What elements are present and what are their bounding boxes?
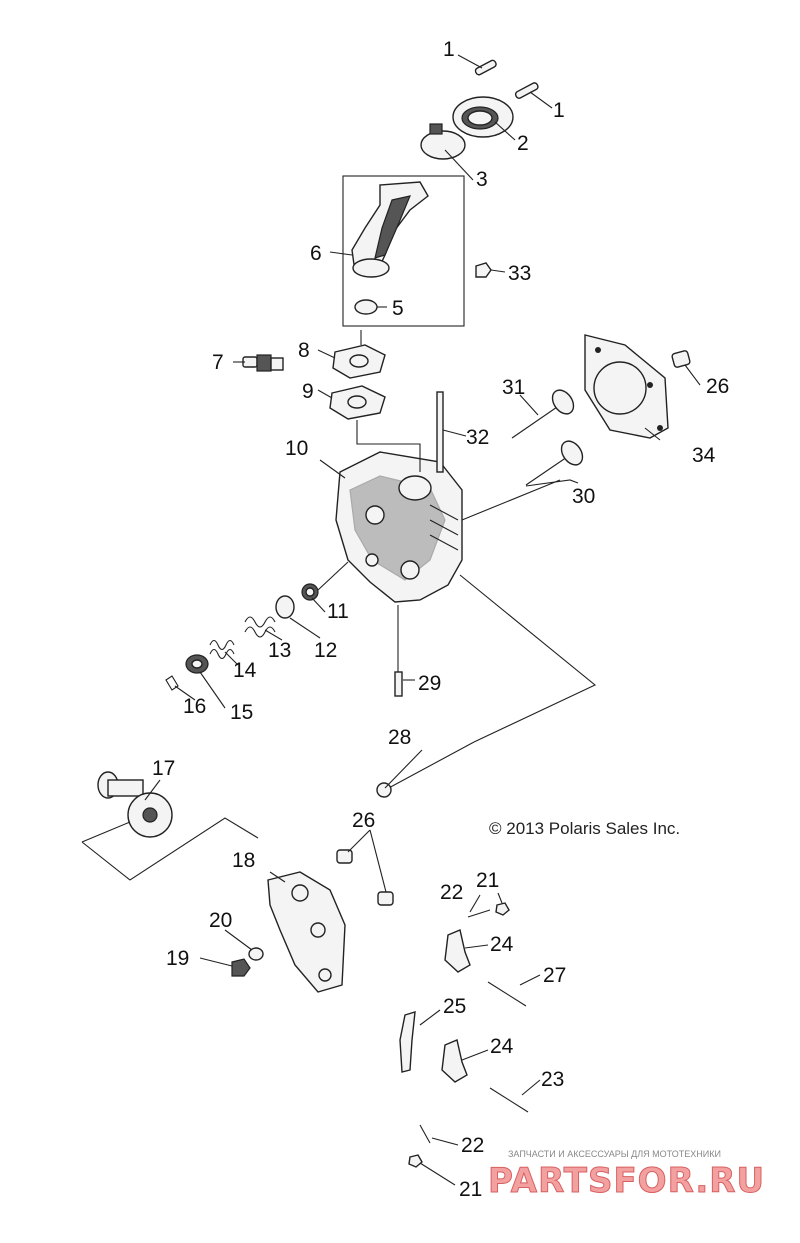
washer-12-part xyxy=(275,595,295,619)
spring-13-part xyxy=(244,616,276,638)
watermark-tagline: ЗАПЧАСТИ И АКСЕССУАРЫ ДЛЯ МОТОТЕХНИКИ xyxy=(508,1149,721,1159)
nut-21a-part xyxy=(495,902,510,916)
copyright-text: © 2013 Polaris Sales Inc. xyxy=(489,819,680,838)
callout-5: 5 xyxy=(392,297,404,320)
valve-exhaust-part xyxy=(511,389,575,439)
callout-7: 7 xyxy=(212,351,224,374)
rocker-arm-24a-part xyxy=(444,929,471,973)
stud-long-part xyxy=(436,391,444,473)
callout-12: 12 xyxy=(314,639,337,662)
cylinder-head-part xyxy=(335,451,463,603)
nut-small-part xyxy=(475,262,492,278)
callout-23: 23 xyxy=(541,1068,564,1091)
callout-11: 11 xyxy=(327,600,349,623)
callout-25: 25 xyxy=(443,995,466,1018)
watermark: ЗАПЧАСТИ И АКСЕССУАРЫ ДЛЯ МОТОТЕХНИКИ PA… xyxy=(488,1149,765,1202)
callout-30: 30 xyxy=(572,485,595,508)
callout-1-right: 1 xyxy=(553,99,565,122)
callout-6: 6 xyxy=(310,242,322,265)
callout-labels: 1 1 2 3 6 33 5 8 7 9 31 26 32 10 34 30 1… xyxy=(152,38,729,1201)
intake-manifold-part xyxy=(351,181,429,278)
callout-24-top: 24 xyxy=(490,933,514,956)
gasket-upper-part xyxy=(332,344,386,379)
callout-18: 18 xyxy=(232,849,255,872)
callout-32: 32 xyxy=(466,426,489,449)
decomp-lever-25-part xyxy=(399,1011,416,1073)
pin-top-left xyxy=(474,59,497,76)
adjust-screw-22a-part xyxy=(467,909,491,918)
keeper-16-part xyxy=(165,675,179,691)
callout-14: 14 xyxy=(233,659,257,682)
callout-28: 28 xyxy=(388,726,411,749)
callout-27: 27 xyxy=(543,964,566,987)
dowel-sleeve-top-part xyxy=(671,350,691,368)
intake-boot-part xyxy=(452,96,514,138)
stud-28-part xyxy=(376,741,475,798)
camshaft-part xyxy=(97,771,173,838)
dowel-sleeve-26a-part xyxy=(336,849,353,864)
callout-1-top: 1 xyxy=(443,38,455,61)
callout-22-bottom: 22 xyxy=(461,1134,484,1157)
dowel-sleeve-26b-part xyxy=(377,891,394,906)
leader-lines xyxy=(81,54,701,1186)
pin-top-right xyxy=(514,82,539,99)
callout-20: 20 xyxy=(209,909,232,932)
callout-9: 9 xyxy=(302,380,314,403)
rocker-arm-24b-part xyxy=(441,1039,468,1083)
dowel-pin-part xyxy=(394,671,403,697)
callout-29: 29 xyxy=(418,672,441,695)
callout-8: 8 xyxy=(298,339,310,362)
adjust-screw-22b-part xyxy=(419,1124,431,1144)
callout-31: 31 xyxy=(502,376,525,399)
nut-19-part xyxy=(231,958,251,977)
callout-33: 33 xyxy=(508,262,531,285)
spark-plug-part xyxy=(242,354,284,372)
callout-26-bottom: 26 xyxy=(352,809,375,832)
callout-16: 16 xyxy=(183,695,206,718)
retainer-15-part xyxy=(185,654,209,674)
hose-clamp-part xyxy=(420,123,466,160)
callout-10: 10 xyxy=(285,437,308,460)
gasket-lower-part xyxy=(329,385,386,420)
callout-2: 2 xyxy=(517,132,529,155)
callout-24-bottom: 24 xyxy=(490,1035,514,1058)
callout-26-top: 26 xyxy=(706,375,729,398)
nut-21b-part xyxy=(408,1154,423,1168)
rocker-holder-part xyxy=(267,871,346,993)
watermark-brand: PARTSFOR.RU xyxy=(488,1161,765,1201)
callout-19: 19 xyxy=(166,947,189,970)
washer-20-part xyxy=(248,947,264,961)
callout-17: 17 xyxy=(152,757,175,780)
spring-14-part xyxy=(209,639,235,660)
o-ring-part xyxy=(354,299,378,315)
callout-21-top: 21 xyxy=(476,869,499,892)
callout-3: 3 xyxy=(476,168,488,191)
seal-ring-11-part xyxy=(301,583,319,601)
head-gasket-part xyxy=(584,334,669,439)
callout-22-top: 22 xyxy=(440,881,463,904)
callout-15: 15 xyxy=(230,701,253,724)
callout-21-bottom: 21 xyxy=(459,1178,482,1201)
manifold-group-box xyxy=(342,175,465,327)
rocker-shaft-23-part xyxy=(489,1087,529,1113)
rocker-shaft-27-part xyxy=(487,981,527,1007)
callout-13: 13 xyxy=(268,639,291,662)
valve-intake-part xyxy=(525,440,584,486)
callout-34: 34 xyxy=(692,444,716,467)
